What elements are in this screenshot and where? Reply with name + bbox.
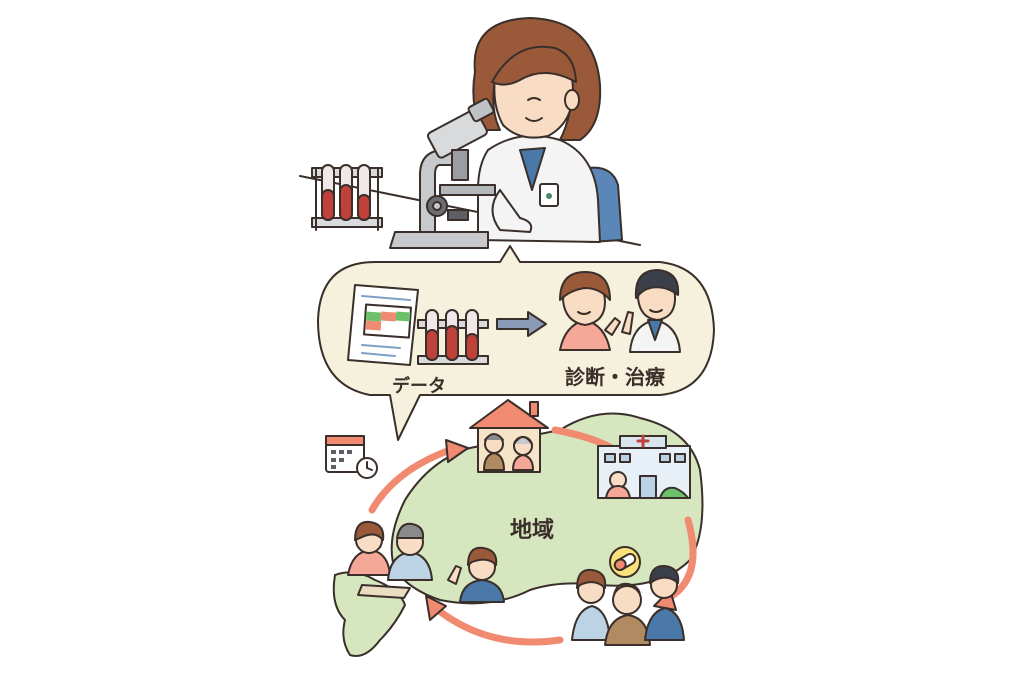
pill-icon [609, 546, 641, 578]
lab-scene [299, 17, 641, 249]
test-tube-rack-icon [311, 164, 383, 231]
house-icon [469, 399, 549, 473]
test-tube-rack-icon [417, 309, 489, 365]
calendar-clock-icon [325, 435, 378, 479]
region-scene [325, 399, 704, 657]
arrow-right-icon [496, 311, 547, 337]
care-team [571, 546, 685, 646]
data-sheet-icon [347, 284, 419, 366]
label-region: 地域 [510, 518, 555, 543]
nurse [447, 546, 505, 603]
cycle-arrow [368, 446, 454, 514]
doctor [621, 269, 681, 353]
cycle-arrow [434, 606, 564, 646]
hospital-icon [597, 434, 691, 499]
data-bubble [317, 245, 715, 441]
couple [347, 520, 433, 599]
hair [472, 17, 602, 141]
microscope-icon [389, 97, 496, 249]
patient [559, 271, 621, 351]
label-diagnosis-treatment: 診断・治療 [565, 365, 665, 389]
label-data: データ [392, 376, 446, 397]
